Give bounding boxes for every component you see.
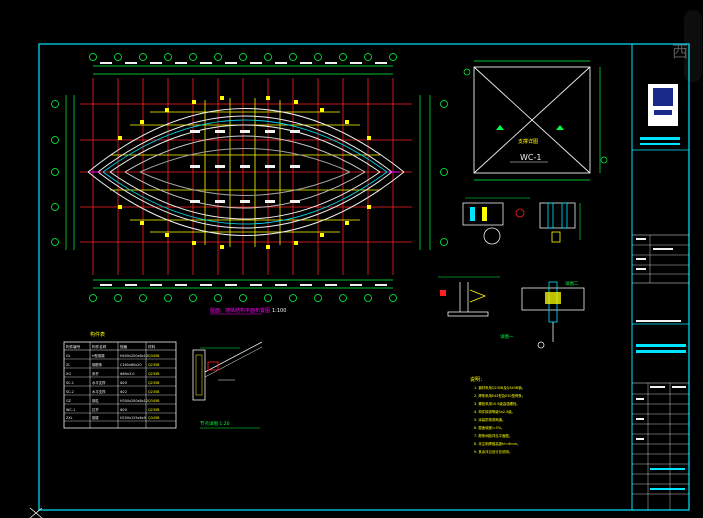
schedule-cell: Q345B — [148, 354, 160, 358]
note-item: 9. 其余详见设计总说明。 — [474, 449, 512, 454]
plan-scale: 1:100 — [272, 308, 286, 314]
schedule-cell: 水平支撑 — [92, 380, 106, 385]
note-item: 3. 螺栓采用10.9级高强螺栓。 — [474, 401, 520, 406]
corner-glyph: 西 — [672, 42, 689, 61]
plan-labels — [190, 130, 300, 203]
schedule-cell: H型钢梁 — [92, 353, 105, 358]
bracing-diagram[interactable]: 支撑详图 WC-1 — [463, 60, 608, 181]
grid-bubbles-top — [51, 53, 448, 302]
schedule-header: 构件编号 — [66, 344, 81, 349]
schedule-cell: SC-2 — [66, 390, 74, 394]
schedule-cell: Q345B — [148, 416, 160, 420]
schedule-cell: GZ — [66, 399, 72, 403]
schedule-header: 构件名称 — [92, 344, 107, 349]
schedule-cell: H400x200x8x13 — [120, 354, 148, 358]
detail-3-label: 节点详图 1:20 — [200, 420, 230, 427]
detail-1-label: 详图一 — [500, 333, 514, 340]
schedule-cell: Φ20 — [120, 408, 127, 412]
schedule-cell: XG — [66, 372, 71, 376]
ring-members — [118, 96, 371, 249]
beam-column-detail[interactable]: 详图二 — [521, 280, 585, 349]
connection-detail-a[interactable] — [462, 197, 530, 245]
schedule-cell: SC-1 — [66, 381, 74, 385]
dimension-text-marks — [100, 62, 387, 286]
general-notes[interactable]: 说明： 1. 钢材采用Q235B及Q345B钢。 2. 焊条采用E43型及E50… — [470, 376, 525, 454]
roof-outline-accent — [102, 119, 388, 225]
note-item: 8. 未注明焊缝高度hf=6mm。 — [474, 441, 520, 446]
schedule-cell: C160x60x20 — [120, 363, 141, 367]
title-block[interactable] — [632, 84, 689, 510]
bracing-label: WC-1 — [520, 153, 541, 162]
schedule-cell: Φ20 — [120, 381, 127, 385]
schedule-cell: Φ22 — [120, 390, 127, 394]
grid-lines — [80, 78, 412, 275]
detail-2-label: 详图二 — [565, 280, 579, 287]
plan-title: 屋面、墙体结构平面布置图 — [210, 307, 270, 314]
bracing-text: 支撑详图 — [518, 138, 538, 145]
sheet-frame — [38, 43, 690, 511]
schedule-cell: WC-1 — [66, 408, 75, 412]
note-item: 7. 檩条间距详见平面图。 — [474, 433, 512, 438]
schedule-cell: Q235B — [148, 372, 160, 376]
dimension-lines — [65, 65, 431, 289]
schedule-cell: Q345B — [148, 399, 160, 403]
note-item: 5. 涂装防锈漆两道。 — [474, 417, 505, 422]
schedule-cell: Q235B — [148, 390, 160, 394]
connection-detail-b[interactable] — [539, 202, 581, 243]
note-item: 4. 构件除锈等级Sa2.5级。 — [474, 409, 515, 414]
schedule-cell: 钢梁 — [92, 415, 99, 420]
note-item: 2. 焊条采用E43型及E50型焊条。 — [474, 393, 525, 398]
schedule-cell: H250x125x6x9 — [120, 416, 146, 420]
column-base-detail[interactable]: 详图一 — [438, 276, 514, 340]
schedule-cell: Q235B — [148, 381, 160, 385]
notes-title: 说明： — [470, 376, 485, 383]
schedule-cell: 钢柱 — [92, 398, 99, 403]
schedule-cell: 拉杆 — [92, 407, 99, 412]
schedule-cell: 系杆 — [92, 371, 99, 376]
company-logo — [653, 88, 673, 106]
schedule-header: 材料 — [148, 344, 156, 349]
schedule-cell: Q235B — [148, 408, 160, 412]
scroll-overlay[interactable] — [684, 10, 702, 82]
schedule-cell: Q235B — [148, 363, 160, 367]
schedule-cell: 水平支撑 — [92, 389, 106, 394]
floor-plan[interactable]: 屋面、墙体结构平面布置图 1:100 — [51, 53, 448, 315]
schedule-header: 规格 — [120, 344, 128, 349]
roof-outline — [87, 108, 405, 236]
schedule-cell: H300x200x8x12 — [120, 399, 148, 403]
schedule-cell: ZL — [66, 363, 70, 367]
schedule-cell: Φ89x3.0 — [120, 372, 134, 376]
schedule-cell: GL — [66, 354, 71, 358]
schedule-cell: ZXL — [66, 416, 73, 420]
gutter-detail[interactable]: 节点详图 1:20 — [192, 341, 263, 429]
schedule-cell: 钢檩条 — [92, 362, 103, 367]
crosshair-cursor — [29, 507, 43, 518]
schedule-title: 构件表 — [90, 331, 105, 338]
note-item: 6. 屋面坡度i=5%。 — [474, 425, 504, 430]
note-item: 1. 钢材采用Q235B及Q345B钢。 — [474, 385, 525, 390]
member-schedule[interactable]: 构件表 构件编号 构件名称 规格 材料 GL H型钢梁 H400x200x8x1… — [63, 331, 177, 429]
